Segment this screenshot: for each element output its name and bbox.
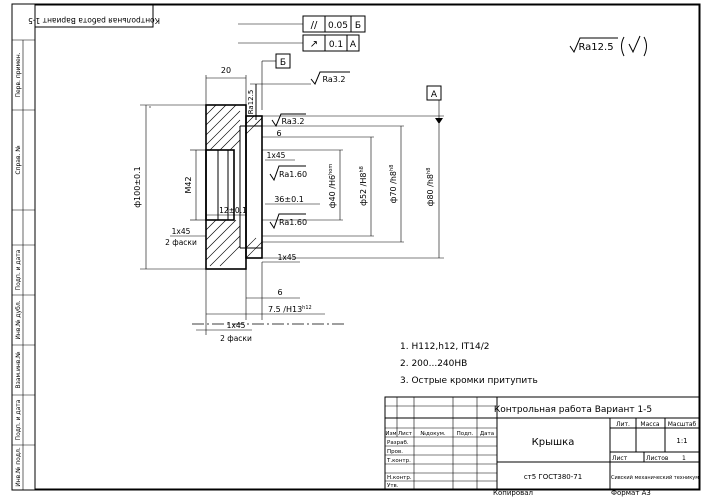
organization: Сивский механический техникум: [611, 474, 699, 481]
svg-text:Ra12.5: Ra12.5: [578, 42, 613, 53]
format-label: Формат А3: [611, 489, 651, 497]
svg-text:0.05: 0.05: [328, 21, 348, 31]
svg-text:Масса: Масса: [640, 421, 659, 428]
dim-phi40: ф40 /Н6hom: [328, 164, 337, 209]
margin-label: Инв.№ подл.: [15, 447, 22, 487]
roughness-r1: Ra3.2: [310, 71, 350, 85]
dim-chamfer-left-2: 2 фаски: [165, 238, 197, 247]
runout-icon: ↗: [310, 39, 318, 50]
svg-text:Ra3.2: Ra3.2: [281, 117, 304, 126]
dim-20: 20: [221, 66, 231, 75]
datum-a-label: А: [431, 90, 438, 100]
margin-label: Инв.№ дубл.: [15, 300, 22, 339]
svg-text:Дата: Дата: [480, 431, 494, 437]
datum-triangle: [435, 118, 443, 124]
dim-phi70: ф70 /h8h8: [389, 165, 398, 204]
dim-6-bottom: 6: [277, 288, 282, 297]
svg-text:1:1: 1:1: [676, 437, 687, 445]
svg-text:Б: Б: [355, 21, 361, 31]
svg-text:Т.контр.: Т.контр.: [386, 458, 411, 464]
material: ст5 ГОСТ380-71: [524, 473, 582, 481]
dim-phi100: ф100±0.1: [133, 166, 142, 208]
dim-chamfer-left: 1x45: [172, 227, 191, 236]
svg-text:А: А: [350, 40, 357, 50]
dim-chamfer-right: 1x45: [278, 253, 297, 262]
copied-label: Копировал: [493, 489, 533, 497]
svg-text:0.1: 0.1: [329, 40, 343, 50]
svg-text:Подп.: Подп.: [457, 431, 474, 437]
svg-text:Лист: Лист: [612, 455, 628, 462]
dim-7-5: 7.5 /Н13h12: [268, 305, 312, 314]
svg-text:Изм: Изм: [385, 431, 396, 437]
svg-text:Ra12.5: Ra12.5: [247, 90, 255, 115]
svg-text:Лит.: Лит.: [616, 421, 630, 428]
svg-text:№докум.: №докум.: [420, 431, 446, 437]
roughness-r2: Ra12.5: [247, 84, 257, 120]
svg-text:Пров.: Пров.: [387, 449, 403, 455]
dim-phi80: ф80 /h8h8: [426, 168, 435, 207]
note-2: 2. 200...240НВ: [400, 359, 467, 369]
margin-label: Перв. примен.: [15, 52, 22, 97]
general-roughness: Ra12.5: [569, 35, 647, 57]
parallelism-icon: //: [311, 20, 318, 31]
svg-text:Листов: Листов: [646, 455, 669, 462]
margin-label: Взам.инв.№: [15, 352, 22, 389]
roughness-r3: Ra3.2: [271, 113, 306, 128]
svg-text:Лист: Лист: [398, 431, 413, 437]
inner-frame: [34, 4, 700, 490]
dim-36: 36±0.1: [274, 195, 304, 204]
note-3: 3. Острые кромки притупить: [400, 376, 538, 386]
dim-m42: M42: [184, 176, 193, 193]
dim-chamfer-top: 1x45: [267, 151, 286, 160]
dim-chamfer-bottom: 1x45: [227, 321, 246, 330]
dim-6-top: 6: [276, 129, 281, 138]
dim-12: 12±0.1: [219, 206, 247, 215]
margin-label: Подп. и дата: [15, 249, 22, 290]
svg-text:Н.контр.: Н.контр.: [387, 475, 412, 481]
svg-text:Масштаб: Масштаб: [668, 421, 697, 428]
roughness-r5: Ra1.60: [269, 213, 307, 230]
top-stamp-text: Контрольная работа Вариант 1-5: [28, 16, 160, 25]
datum-a-box: [426, 85, 442, 101]
datum-b-label: Б: [280, 58, 286, 68]
svg-text:1: 1: [682, 455, 686, 462]
note-1: 1. Н112,h12, IT14/2: [400, 342, 490, 352]
margin-label: Справ. №: [15, 145, 22, 174]
outer-frame: [11, 3, 701, 491]
svg-text:Разраб.: Разраб.: [387, 440, 409, 446]
svg-text:Ra3.2: Ra3.2: [322, 75, 345, 84]
top-stamp-box: [34, 4, 154, 28]
roughness-r4: Ra1.60: [269, 165, 307, 182]
part-name: Крышка: [532, 437, 575, 448]
dim-phi52: ф52 /Н8h8: [359, 166, 368, 206]
tolerance-frame-1: // 0.05 Б: [302, 15, 366, 33]
tolerance-frame-2: ↗ 0.1 А: [302, 34, 360, 52]
svg-text:Ra1.60: Ra1.60: [279, 218, 307, 227]
svg-text:Утв.: Утв.: [387, 483, 399, 489]
svg-text:Ra1.60: Ra1.60: [279, 170, 307, 179]
dim-chamfer-bottom-2: 2 фаски: [220, 334, 252, 343]
part-section: [205, 104, 263, 270]
doc-title: Контрольная работа Вариант 1-5: [494, 405, 652, 415]
title-block: Изм Лист №докум. Подп. Дата Разраб. Пров…: [384, 396, 700, 490]
margin-label: Подп. и дата: [15, 399, 22, 440]
